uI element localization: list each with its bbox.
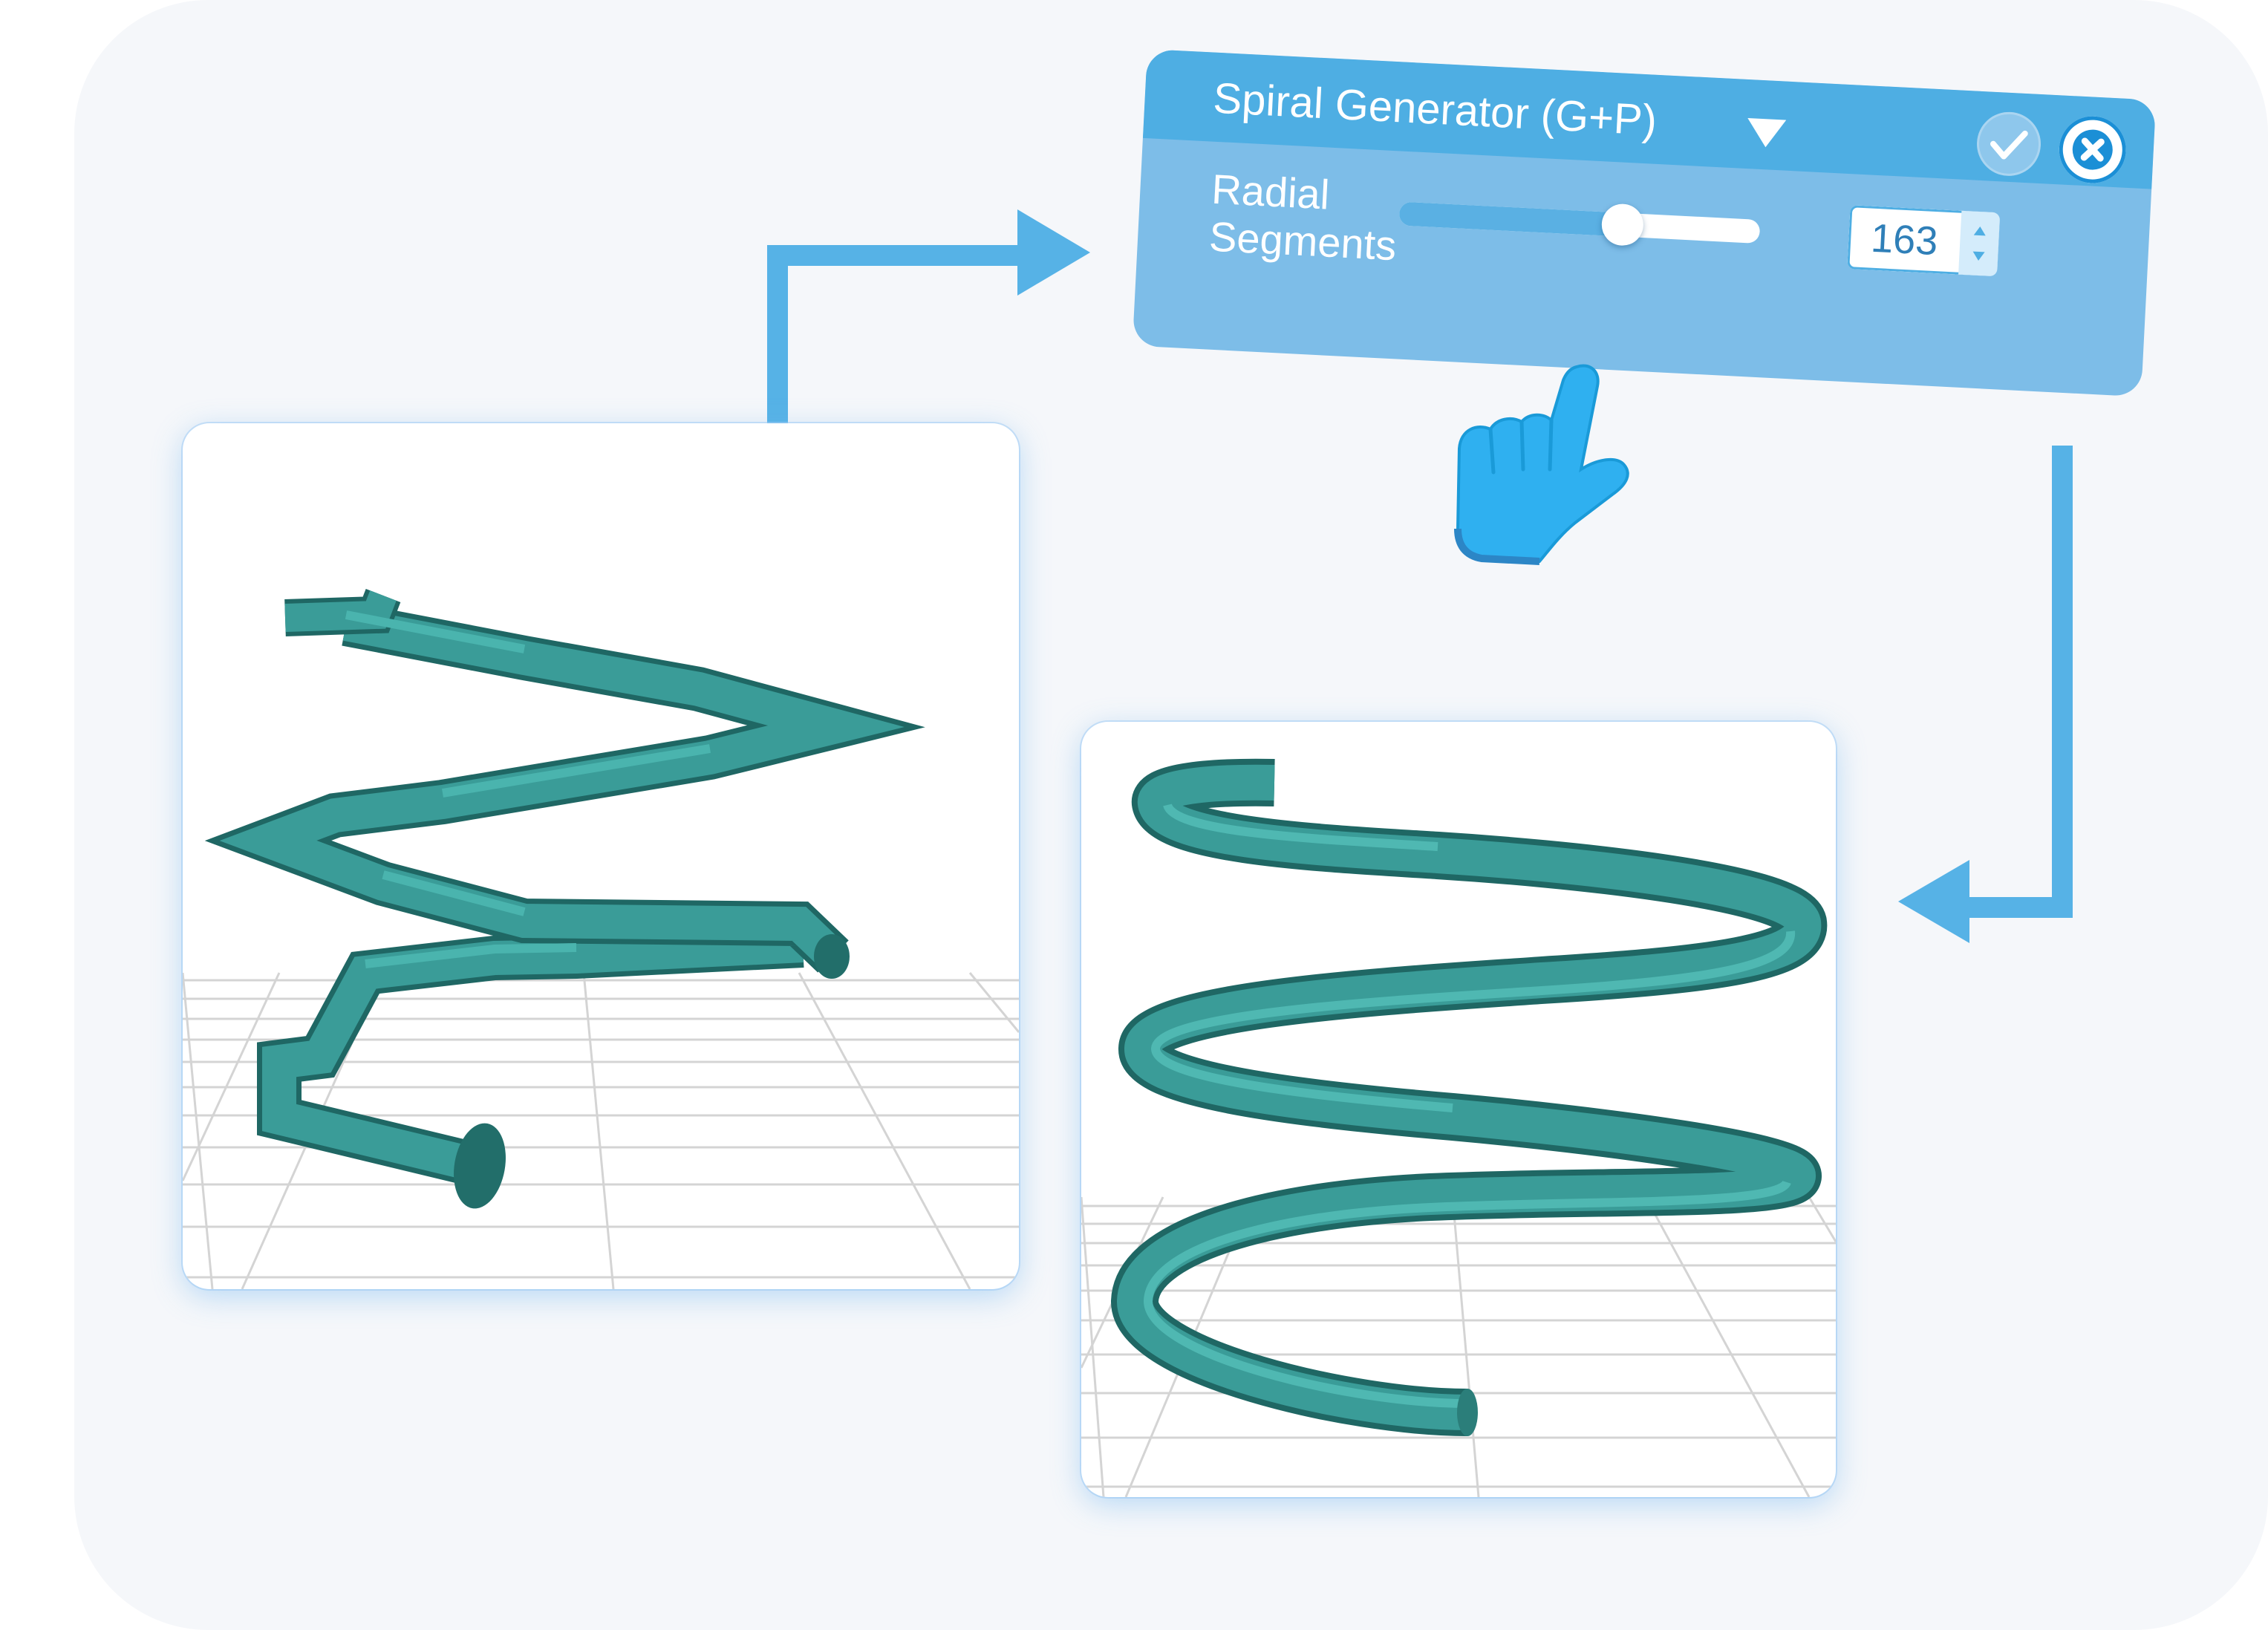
spiral-smooth [1111,758,1828,1436]
viewport-after[interactable] [1081,722,1836,1497]
spiral-generator-dialog: Spiral Generator (G+P) Radial Segments [1132,49,2157,397]
tube-end-cap [1457,1389,1478,1436]
dialog-title: Spiral Generator (G+P) [1212,74,1658,145]
spiral-after-render [1081,758,1836,1497]
dialog-header: Spiral Generator (G+P) [1142,49,2157,189]
check-icon [1990,130,2028,160]
arrow-to-result [1898,446,2073,943]
slider-thumb[interactable] [1600,203,1645,247]
tube-end-cap [454,1123,506,1209]
spiral-before-render [183,589,1019,1289]
arrow-to-dialog [767,209,1090,423]
radial-segments-input[interactable]: 163 [1847,205,2001,277]
tube-end-cap [814,934,850,979]
value-stepper[interactable] [1958,210,2001,277]
stepper-arrows-icon[interactable] [1958,211,2000,277]
viewport-before[interactable] [183,423,1019,1289]
spiral-generator-dialog-wrapper: Spiral Generator (G+P) Radial Segments [1132,49,2157,397]
dropdown-arrow-icon[interactable] [1744,115,1788,151]
pointing-hand-icon [1454,364,1629,565]
radial-segments-value[interactable]: 163 [1869,215,1939,264]
close-icon [2072,129,2113,170]
close-button[interactable] [2057,114,2128,185]
confirm-button[interactable] [1975,110,2043,177]
spiral-lowpoly [204,589,925,1188]
